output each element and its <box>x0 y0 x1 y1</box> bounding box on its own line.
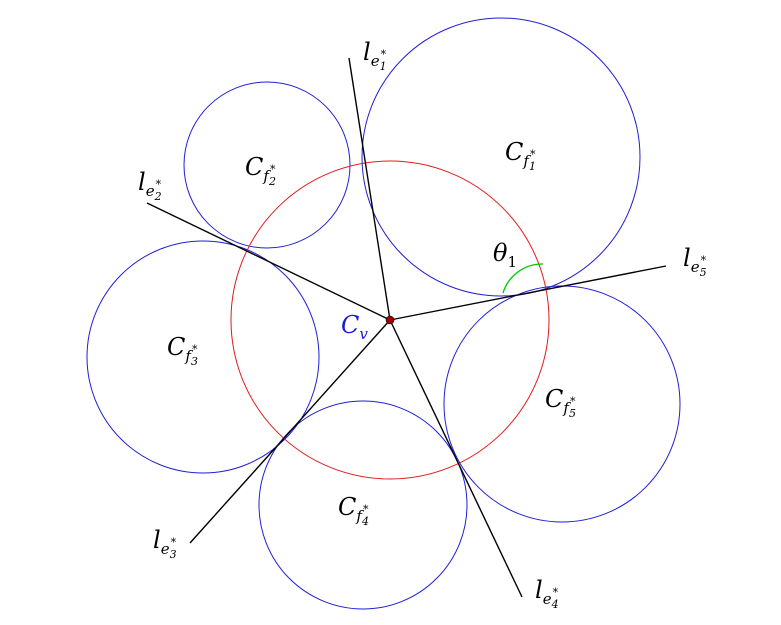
center-circle <box>230 160 550 480</box>
label-angle: θ1 <box>493 239 517 271</box>
line-e3 <box>189 319 391 544</box>
line-e5 <box>389 265 667 321</box>
circle-f4 <box>258 400 468 610</box>
angle-arc <box>502 263 544 294</box>
label-line-e4: le4* <box>535 576 559 611</box>
line-e1 <box>348 57 391 321</box>
label-line-e5: le5* <box>683 244 707 279</box>
label-circle-f2: Cf2* <box>245 153 276 188</box>
label-circle-f4: Cf4* <box>338 493 369 528</box>
label-line-e2: le2* <box>138 168 162 203</box>
circle-f2 <box>183 81 351 249</box>
circle-f3 <box>86 240 320 474</box>
circle-f1 <box>361 17 641 297</box>
label-line-e3: le3* <box>153 526 177 561</box>
label-circle-f3: Cf3* <box>167 333 198 368</box>
line-e4 <box>389 319 523 598</box>
label-circle-f1: Cf1* <box>505 138 536 173</box>
label-center: Cv <box>341 311 368 343</box>
line-e2 <box>146 202 391 321</box>
label-line-e1: le1* <box>363 38 387 73</box>
label-circle-f5: Cf5* <box>545 385 576 420</box>
vertex-point <box>385 315 395 325</box>
